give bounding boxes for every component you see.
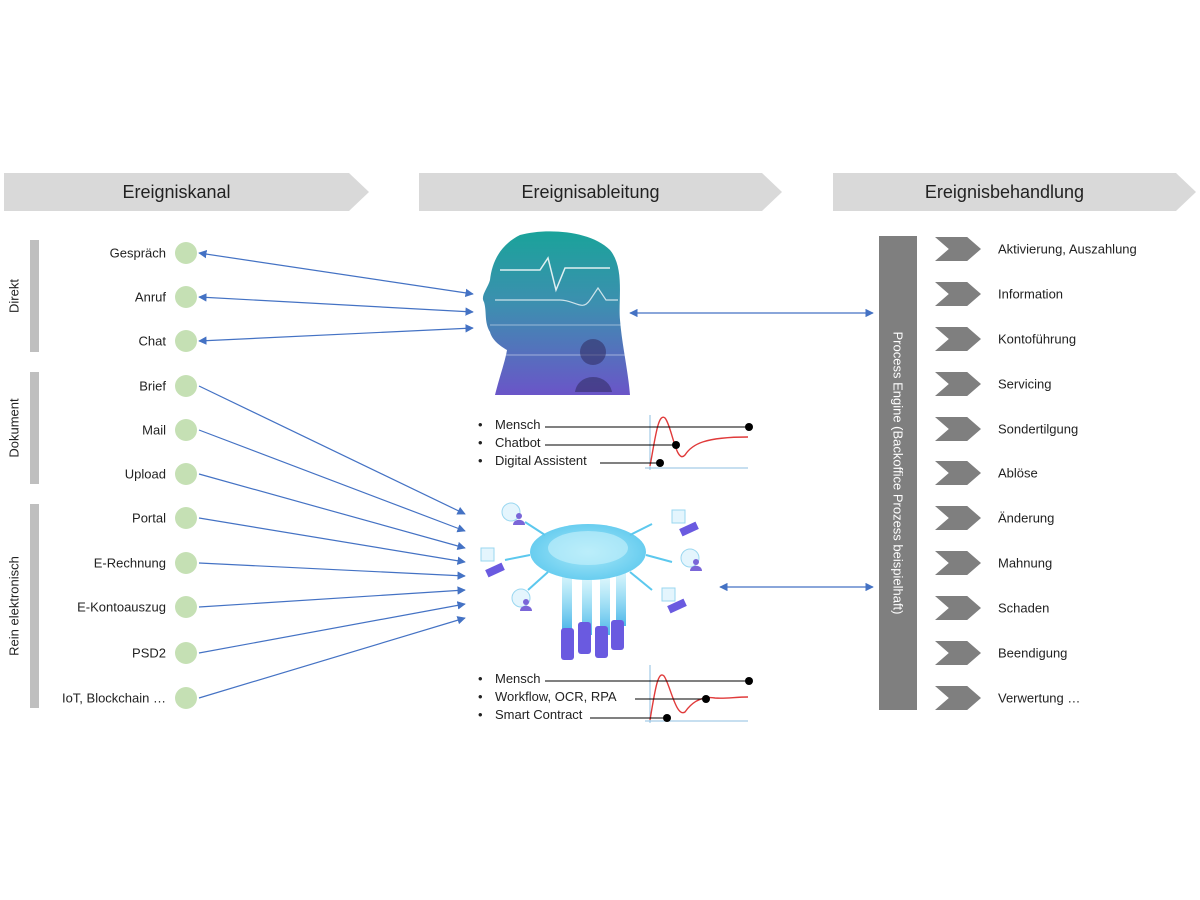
person-silhouette-image [482, 231, 630, 395]
direct-arrows [198, 249, 474, 345]
bullet-mensch-2: Mensch [478, 670, 617, 688]
channel-dot-gespraech [175, 242, 197, 264]
channel-label-portal: Portal [132, 510, 166, 526]
arrow-upload [198, 473, 466, 551]
channel-dot-psd2 [175, 642, 197, 664]
header-ereignisbehandlung-label: Ereignisbehandlung [924, 181, 1085, 202]
group-bar-dokument [30, 372, 39, 484]
data-beams [562, 568, 626, 635]
bullet-workflow-ocr-rpa: Workflow, OCR, RPA [478, 688, 617, 706]
action-label-kontofuehrung: Kontoführung [998, 331, 1077, 347]
channel-label-anruf: Anruf [134, 289, 166, 305]
process-engine-label: Process Engine (Backoffice Prozess beisp… [890, 331, 906, 615]
arrow-psd2 [198, 601, 466, 654]
channel-label-upload: Upload [124, 466, 166, 482]
channel-dot-chat [175, 330, 197, 352]
action-label-beendigung: Beendigung [998, 645, 1068, 661]
group-bar-direkt [30, 240, 39, 352]
header-ereigniskanal-label: Ereigniskanal [122, 181, 231, 202]
channel-dot-anruf [175, 286, 197, 308]
header-ereigniskanal: Ereigniskanal [4, 173, 369, 211]
arrow-iot-blockchain [198, 616, 466, 699]
header-ereignisbehandlung: Ereignisbehandlung [833, 173, 1196, 211]
action-label-aktivierung: Aktivierung, Auszahlung [998, 241, 1137, 257]
channel-dot-e-kontoauszug [175, 596, 197, 618]
cloud-network-image [480, 502, 702, 660]
group-bar-rein-elektronisch [30, 504, 39, 708]
process-engine-bar [879, 236, 917, 710]
bullet-smart-contract: Smart Contract [478, 706, 617, 724]
arrow-e-kontoauszug [198, 586, 466, 608]
action-label-schaden: Schaden [998, 600, 1050, 616]
action-label-verwertung: Verwertung … [998, 690, 1081, 706]
action-label-mahnung: Mahnung [998, 555, 1053, 571]
upper-response-chart [545, 415, 753, 470]
channel-label-psd2: PSD2 [132, 645, 166, 661]
action-label-servicing: Servicing [998, 376, 1052, 392]
channel-dot-iot-blockchain [175, 687, 197, 709]
arrow-brief [198, 385, 466, 515]
bullet-mensch: Mensch [478, 416, 587, 434]
channel-dot-e-rechnung [175, 552, 197, 574]
channel-dot-brief [175, 375, 197, 397]
arrow-e-rechnung [198, 562, 466, 580]
channel-dot-portal [175, 507, 197, 529]
channel-label-gespraech: Gespräch [109, 245, 166, 261]
lower-response-chart [545, 665, 753, 723]
header-ereignisableitung: Ereignisableitung [419, 173, 782, 211]
arrow-portal [198, 517, 466, 565]
channel-arrows [198, 385, 466, 699]
document-icons [480, 509, 699, 614]
channel-label-iot-blockchain: IoT, Blockchain … [61, 690, 166, 706]
upper-bullet-list: Mensch Chatbot Digital Assistent [478, 416, 587, 470]
header-ereignisableitung-label: Ereignisableitung [521, 181, 660, 202]
cloud-rays [504, 521, 673, 591]
arrow-mail [198, 429, 466, 533]
channel-dot-upload [175, 463, 197, 485]
channel-label-mail: Mail [142, 422, 166, 438]
channel-label-brief: Brief [139, 378, 166, 394]
channel-label-e-rechnung: E-Rechnung [93, 555, 166, 571]
lower-bullet-list: Mensch Workflow, OCR, RPA Smart Contract [478, 670, 617, 724]
user-icons [501, 502, 702, 611]
engine-arrows [629, 308, 874, 592]
arrow-anruf [198, 293, 474, 316]
arrow-chat [198, 324, 474, 345]
action-label-abloese: Ablöse [998, 465, 1038, 481]
arrow-gespraech [198, 249, 474, 298]
action-label-aenderung: Änderung [998, 510, 1055, 526]
channel-label-e-kontoauszug: E-Kontoauszug [77, 599, 166, 615]
bullet-chatbot: Chatbot [478, 434, 587, 452]
bullet-digital-assistent: Digital Assistent [478, 452, 587, 470]
channel-dot-mail [175, 419, 197, 441]
channel-label-chat: Chat [138, 333, 166, 349]
action-label-sondertilgung: Sondertilgung [998, 421, 1079, 437]
database-cylinders [561, 620, 624, 660]
action-label-information: Information [998, 286, 1064, 302]
